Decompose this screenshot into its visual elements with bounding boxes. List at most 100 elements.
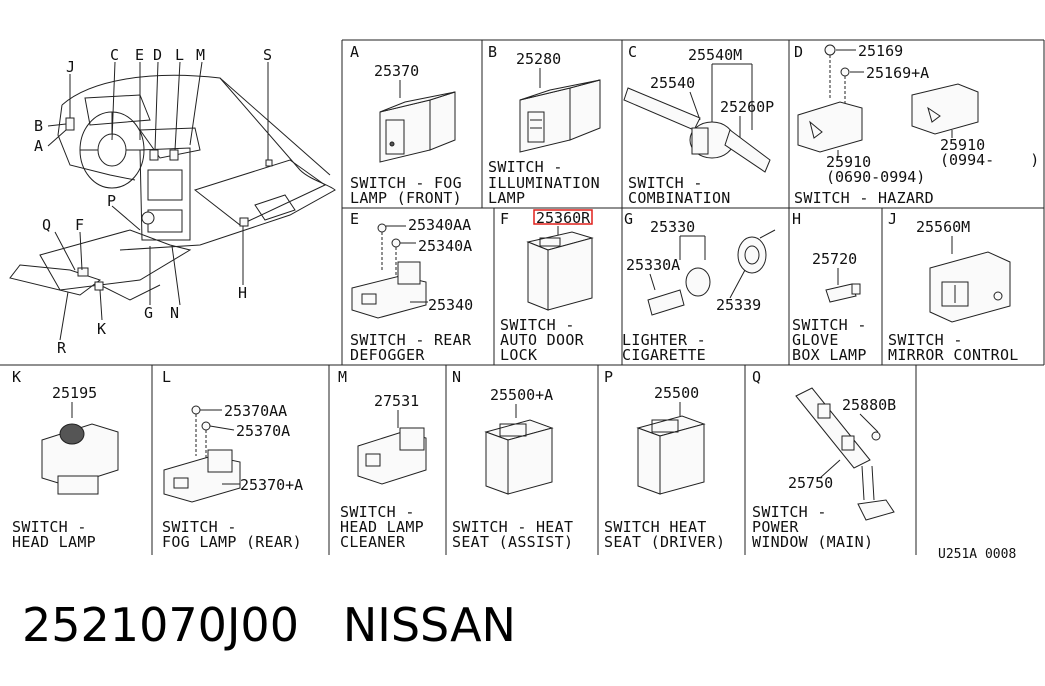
power-window-main-switch-drawing bbox=[795, 387, 895, 521]
panel-a-letter: A bbox=[350, 43, 359, 61]
panel-g-caption-line2: CIGARETTE bbox=[622, 346, 706, 364]
panel-h-letter: H bbox=[792, 210, 801, 228]
panel-a-caption-line1: SWITCH - FOG bbox=[350, 174, 462, 192]
panel-k-caption-line1: SWITCH - bbox=[12, 518, 87, 536]
head-lamp-switch-drawing bbox=[41, 423, 119, 495]
panel-l-caption-line2: FOG LAMP (REAR) bbox=[162, 533, 302, 551]
panel-h-caption-line2: GLOVE bbox=[792, 331, 839, 349]
panel-d-part-25169: 25169 bbox=[858, 42, 903, 60]
panel-q-letter: Q bbox=[752, 368, 761, 386]
panel-g-part-25330a: 25330A bbox=[626, 256, 680, 274]
panel-c-part-25260p: 25260P bbox=[720, 98, 774, 116]
panel-d-letter: D bbox=[794, 43, 803, 61]
auto-door-lock-switch-drawing bbox=[526, 231, 594, 311]
heat-seat-assist-switch-drawing bbox=[484, 419, 554, 495]
panel-j-caption-line2: MIRROR CONTROL bbox=[888, 346, 1019, 364]
overview-letter-c: C bbox=[110, 46, 119, 64]
panel-l-caption-line1: SWITCH - bbox=[162, 518, 237, 536]
panel-k-caption-line2: HEAD LAMP bbox=[12, 533, 96, 551]
panel-q-caption-line2: POWER bbox=[752, 518, 799, 536]
panel-b-caption-line2: ILLUMINATION bbox=[488, 174, 600, 192]
hazard-switch-drawing-2 bbox=[911, 83, 979, 135]
panel-c-part-25540m: 25540M bbox=[688, 46, 742, 64]
panel-k-letter: K bbox=[12, 368, 21, 386]
panel-e-caption-line1: SWITCH - REAR bbox=[350, 331, 472, 349]
part-number-footer: 2521070J00 NISSAN bbox=[22, 598, 516, 652]
panel-m-caption-line1: SWITCH - bbox=[340, 503, 415, 521]
panel-l: L 25370AA 25370A 25370+A SWITCH - FOG LA… bbox=[162, 368, 303, 551]
panel-c: C 25540M 25540 25260P SWITCH - COMBINATI… bbox=[623, 43, 774, 207]
panel-g-letter: G bbox=[624, 210, 633, 228]
panel-d-caption: SWITCH - HAZARD bbox=[794, 189, 934, 207]
overview-letter-d: D bbox=[153, 46, 162, 64]
overview-letter-a: A bbox=[34, 137, 43, 155]
panel-b-part-25280: 25280 bbox=[516, 50, 561, 68]
overview-letter-j: J bbox=[66, 58, 75, 76]
panel-j: J 25560M SWITCH - MIRROR CONTROL bbox=[888, 210, 1019, 364]
rear-defogger-switch-drawing bbox=[351, 261, 427, 319]
panel-l-letter: L bbox=[162, 368, 171, 386]
panel-a: A 25370 SWITCH - FOG LAMP (FRONT) bbox=[350, 43, 462, 207]
panel-e-caption-line2: DEFOGGER bbox=[350, 346, 425, 364]
panel-q-caption-line1: SWITCH - bbox=[752, 503, 827, 521]
overview-letter-q: Q bbox=[42, 216, 51, 234]
panel-d: D 25169 25169+A 25910 (0690-0994) 25910 … bbox=[794, 42, 1039, 207]
panel-a-part-25370: 25370 bbox=[374, 62, 419, 80]
panel-e-part-25340aa: 25340AA bbox=[408, 216, 471, 234]
panel-f-letter: F bbox=[500, 210, 509, 228]
panel-e-part-25340: 25340 bbox=[428, 296, 473, 314]
panel-l-part-25370a-plus: 25370+A bbox=[240, 476, 303, 494]
panel-d-part-25910-early: 25910 bbox=[826, 153, 871, 171]
panel-e-part-25340a: 25340A bbox=[418, 237, 472, 255]
panel-l-part-25370a: 25370A bbox=[236, 422, 290, 440]
fog-lamp-front-switch-drawing bbox=[379, 91, 456, 163]
panel-b-caption-line1: SWITCH - bbox=[488, 158, 563, 176]
panel-g-caption-line1: LIGHTER - bbox=[622, 331, 706, 349]
panel-n-letter: N bbox=[452, 368, 461, 386]
illumination-switch-drawing bbox=[519, 79, 601, 153]
panel-g-part-25330: 25330 bbox=[650, 218, 695, 236]
panel-d-part-25169a: 25169+A bbox=[866, 64, 929, 82]
overview-letter-g: G bbox=[144, 304, 153, 322]
panel-b-caption-line3: LAMP bbox=[488, 189, 525, 207]
highlight-box bbox=[533, 209, 593, 225]
panel-f: F 25360R SWITCH - AUTO DOOR LOCK bbox=[500, 209, 594, 364]
panel-f-caption-line1: SWITCH - bbox=[500, 316, 575, 334]
panel-p-part-25500: 25500 bbox=[654, 384, 699, 402]
overview-letter-p: P bbox=[107, 192, 116, 210]
panel-g-part-25339: 25339 bbox=[716, 296, 761, 314]
mirror-control-switch-drawing bbox=[929, 251, 1011, 323]
hazard-switch-drawing-1 bbox=[797, 101, 863, 153]
brand-name: NISSAN bbox=[342, 598, 516, 652]
overview-letter-e: E bbox=[135, 46, 144, 64]
panel-j-letter: J bbox=[888, 210, 897, 228]
panel-d-date-early: (0690-0994) bbox=[826, 168, 925, 186]
overview-letter-b: B bbox=[34, 117, 43, 135]
overview-letter-s: S bbox=[263, 46, 272, 64]
cigarette-lighter-drawing bbox=[647, 229, 776, 316]
panel-q-part-25880b: 25880B bbox=[842, 396, 896, 414]
overview-letter-l: L bbox=[175, 46, 184, 64]
panel-f-caption-line2: AUTO DOOR bbox=[500, 331, 585, 349]
panel-m-letter: M bbox=[338, 368, 347, 386]
panel-q-caption-line3: WINDOW (MAIN) bbox=[752, 533, 873, 551]
panel-d-date-late: (0994- ) bbox=[940, 151, 1039, 169]
panel-d-part-25910-late: 25910 bbox=[940, 136, 985, 154]
overview-letter-f: F bbox=[75, 216, 84, 234]
panel-grid bbox=[0, 39, 1045, 555]
panel-j-part-25560m: 25560M bbox=[916, 218, 970, 236]
overview-letter-r: R bbox=[57, 339, 67, 357]
panel-n-caption-line2: SEAT (ASSIST) bbox=[452, 533, 573, 551]
panel-p: P 25500 SWITCH HEAT SEAT (DRIVER) bbox=[604, 368, 725, 551]
panel-j-caption-line1: SWITCH - bbox=[888, 331, 963, 349]
panel-b: B 25280 SWITCH - ILLUMINATION LAMP bbox=[488, 43, 601, 207]
overview-letter-m: M bbox=[196, 46, 205, 64]
panel-c-caption-line2: COMBINATION bbox=[628, 189, 731, 207]
panel-m: M 27531 SWITCH - HEAD LAMP CLEANER bbox=[338, 368, 427, 551]
part-number: 2521070J00 bbox=[22, 598, 299, 652]
fog-lamp-rear-switch-drawing bbox=[163, 449, 241, 503]
panel-c-letter: C bbox=[628, 43, 637, 61]
panel-b-letter: B bbox=[488, 43, 497, 61]
panel-q: Q 25880B 25750 SWITCH - POWER WINDOW (MA… bbox=[752, 368, 896, 551]
panel-n-caption-line1: SWITCH - HEAT bbox=[452, 518, 573, 536]
